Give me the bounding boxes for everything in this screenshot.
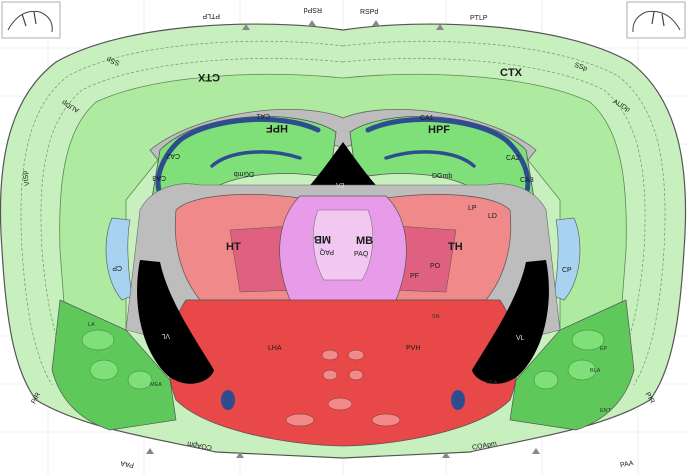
label-vl-left: VL [161,332,170,339]
orientation-thumbnail-left [1,1,61,39]
amygdala-nuclei [81,329,605,390]
label-cea: CEA [486,380,498,386]
label-vl-right: VL [516,335,525,342]
label-coapm-left: COApm [187,439,213,450]
label-hpf-left: HPF [266,122,288,134]
label-ent: ENT [600,408,612,414]
hypothalamus [168,299,518,447]
label-pvh: PVH [406,345,420,352]
boundary-markers [146,20,540,458]
periaqueductal-gray [313,209,373,281]
label-mea: MEA [150,382,162,388]
label-po: PO [430,263,441,270]
label-ld: LD [488,213,497,220]
label-ssp-left: SSp [106,55,121,66]
label-ca3-right: CA3 [520,177,534,184]
third-ventricle [300,142,386,196]
label-rsp-right: RSPd [360,9,378,16]
label-paq-right: PAQ [354,251,369,258]
label-pir-left: PIR [30,392,42,406]
label-ssp-right: SSp [573,62,588,73]
label-mb-left: MB [314,233,331,245]
label-ca2-right: CA2 [506,155,520,162]
label-ptlp-right: PTLP [470,15,488,22]
label-ht: HT [226,241,241,253]
label-ctx-right: CTX [500,67,523,79]
label-pir-right: PIR [644,391,656,405]
small-blue-nuclei [221,390,465,410]
lateral-ventricle-left [137,260,214,384]
label-lha: LHA [268,345,282,352]
lateral-ventricle-right [472,260,549,384]
label-la: LA [88,322,95,328]
label-visp-left: VISp [22,170,32,186]
label-ctx-left: CTX [197,71,220,83]
label-paa-right: PAA [620,460,635,469]
label-th: TH [448,241,463,253]
label-dgmb-right: DGmb [432,173,452,180]
label-ca1-left: CA1 [256,112,270,119]
label-ep: EP [600,346,608,352]
label-dgmb-left: DGmb [234,170,254,177]
label-mb-right: MB [356,235,373,247]
orientation-thumbnail-right [626,1,686,39]
cortical-layers [20,40,666,386]
label-ca3-left: CA3 [152,174,166,181]
label-ptlp-left: PTLP [202,12,220,19]
label-cp-left: CP [112,264,122,271]
caudate-putamen-left [105,217,133,301]
label-ca1-right: CA1 [420,115,434,122]
label-bla: BLA [590,368,601,374]
label-paq-left: PAQ [319,248,334,255]
label-lp: LP [468,205,477,212]
label-rsp-left: RSPd [304,6,322,13]
hypothalamic-nuclei [285,349,401,427]
label-v3: V3 [336,183,345,190]
caudate-putamen-right [553,217,581,301]
label-hpf-right: HPF [428,124,450,136]
label-cp-right: CP [562,267,572,274]
label-pf: PF [410,273,419,280]
label-coapm-right: COApm [472,440,498,451]
label-ca2-left: CA2 [166,152,180,159]
label-paa-left: PAA [120,459,135,468]
label-sn: SN [432,314,440,320]
